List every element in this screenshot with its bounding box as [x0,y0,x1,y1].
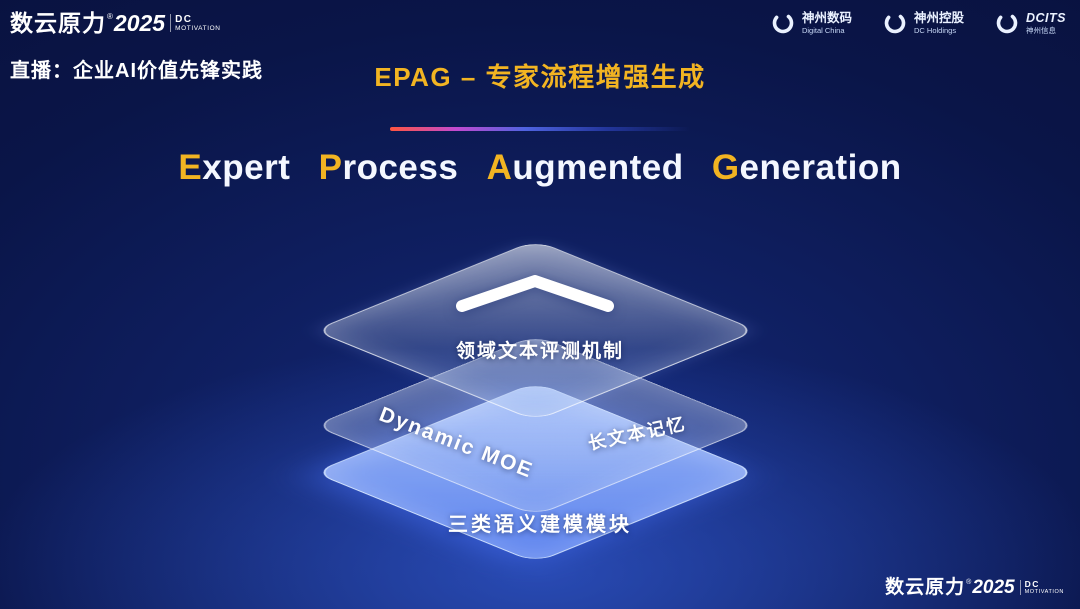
title-word: Augmented [487,148,684,187]
partner-name: 神州控股 [913,11,964,25]
title-word: Expert [178,148,290,187]
swoosh-icon [996,12,1018,34]
partner-subtitle: Digital China [801,26,845,35]
partner-logos: 神州数码 Digital China 神州控股 DC Holdings DCIT… [770,10,1066,36]
title-underline-gradient [390,127,690,131]
partner-subtitle: 神州信息 [1026,26,1056,35]
title-word-initial: A [486,148,513,187]
title-word-initial: E [178,148,203,187]
bottom-layer-label: 三类语义建模模块 [448,514,632,536]
partner-text: DCITS 神州信息 [1026,11,1066,35]
top-layer-plate [312,239,759,422]
brand-year: 2025 [972,577,1015,598]
page-title: EPAG – 专家流程增强生成 [374,62,706,92]
chevron-up-icon [456,275,614,312]
brand-tagline-line1: DC [1024,579,1040,589]
title-block: EPAG – 专家流程增强生成 [0,57,1080,131]
brand-tagline: DC MOTIVATION [170,14,221,33]
title-word-initial: G [711,148,740,187]
live-label: 直播：企业AI价值先锋实践 [10,60,263,82]
partner-subtitle: DC Holdings [913,26,957,35]
top-layer-label: 领域文本评测机制 [455,341,624,362]
swoosh-icon [884,12,906,34]
footer-brand-logo: 数云原力 ® 2025 DC MOTIVATION [885,578,1064,597]
registered-mark: ® [966,579,972,586]
partner-name: DCITS [1026,11,1066,25]
brand-name: 数云原力 [10,10,106,36]
brand-tagline: DC MOTIVATION [1019,579,1064,596]
brand-tagline-line1: DC [175,14,193,25]
logo-dc-holdings: 神州控股 DC Holdings [882,10,964,36]
brand-year: 2025 [113,10,166,36]
title-word: Process [319,148,459,187]
partner-text: 神州控股 DC Holdings [914,11,964,35]
title-word-rest: rocess [342,148,459,187]
title-word: Generation [712,148,902,187]
title-word-initial: P [318,148,343,187]
brand-name: 数云原力 [885,577,966,598]
title-word-rest: ugmented [512,148,684,187]
logo-dcits: DCITS 神州信息 [994,10,1066,36]
title-word-rest: eneration [739,148,902,187]
partner-text: 神州数码 Digital China [802,11,852,35]
registered-mark: ® [107,12,113,21]
brand-tagline-line2: MOTIVATION [1024,589,1064,596]
partner-name: 神州数码 [801,11,852,25]
brand-logo: 数云原力 ® 2025 DC MOTIVATION [10,12,221,35]
logo-digital-china: 神州数码 Digital China [770,10,852,36]
main-title: Expert Process Augmented Generation [0,148,1080,188]
title-word-rest: xpert [202,148,291,187]
brand-tagline-line2: MOTIVATION [175,25,221,32]
swoosh-icon [772,12,794,34]
